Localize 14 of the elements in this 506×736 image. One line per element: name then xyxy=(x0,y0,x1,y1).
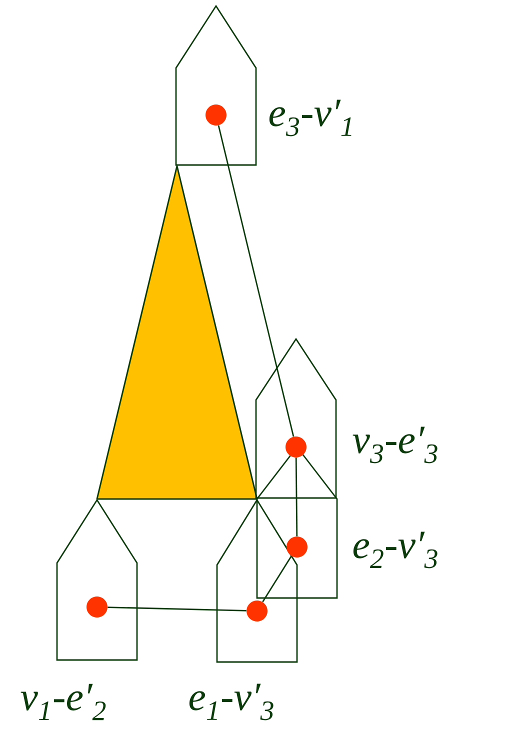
node-label: e$_{1}$-v′$_{3}$ xyxy=(189,684,274,720)
connector-line xyxy=(108,606,246,612)
node-label: e$_{2}$-v′$_{3}$ xyxy=(353,532,438,568)
node-label: v$_{1}$-e′$_{2}$ xyxy=(20,684,106,720)
dot xyxy=(286,436,306,458)
node-label: e$_{3}$-v′$_{1}$ xyxy=(269,100,352,136)
dot xyxy=(246,600,268,622)
connector-line xyxy=(262,556,292,602)
connector-line xyxy=(218,125,294,437)
connector-line xyxy=(295,458,298,536)
dot xyxy=(286,536,308,558)
dot xyxy=(86,596,108,618)
node-label: v$_{3}$-e′$_{3}$ xyxy=(352,426,438,464)
dot xyxy=(206,104,226,126)
